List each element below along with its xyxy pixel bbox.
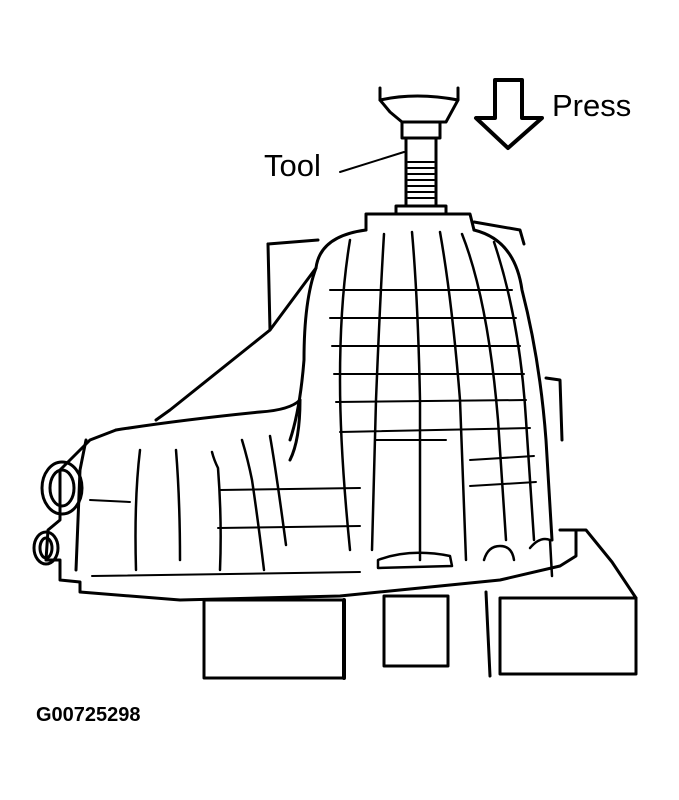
transmission-housing: [32, 212, 578, 602]
tool-label: Tool: [264, 148, 321, 183]
press-arrow-icon: [474, 78, 544, 150]
press-tool: [378, 86, 460, 216]
tool-leader-line: [339, 151, 405, 173]
support-blocks: [202, 528, 638, 680]
press-label: Press: [552, 88, 632, 123]
figure-id: G00725298: [36, 704, 141, 726]
